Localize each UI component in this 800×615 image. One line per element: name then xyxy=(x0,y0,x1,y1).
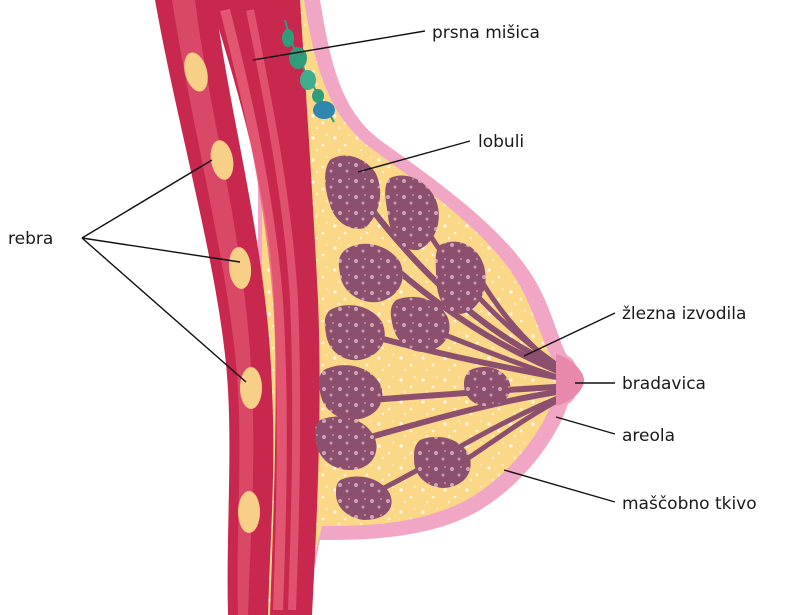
leader-ribs-1 xyxy=(81,159,213,239)
label-areola: areola xyxy=(622,426,675,446)
leader-ribs-2 xyxy=(81,237,241,263)
lobule xyxy=(314,416,377,470)
chest-wall xyxy=(155,0,320,615)
lobule xyxy=(390,296,450,352)
rib xyxy=(238,491,260,533)
label-lobules: lobuli xyxy=(478,132,524,152)
lobule xyxy=(338,243,403,303)
label-nipple: bradavica xyxy=(622,374,706,394)
lymph-nodes xyxy=(282,19,335,123)
label-pectoral-muscle: prsna mišica xyxy=(432,23,540,43)
label-fat-tissue: maščobno tkivo xyxy=(622,494,757,514)
rib xyxy=(240,367,262,409)
labels: prsna mišica lobuli rebra žlezna izvodil… xyxy=(8,23,757,514)
leader-ducts xyxy=(523,312,616,357)
label-ducts: žlezna izvodila xyxy=(622,304,746,324)
leader-fat-tissue xyxy=(503,469,616,503)
leader-lines xyxy=(81,30,616,503)
rib xyxy=(184,52,208,92)
rib xyxy=(210,140,234,180)
nipple xyxy=(556,354,584,406)
lobule xyxy=(324,305,385,361)
lobule xyxy=(385,175,439,251)
leader-pectoral-muscle xyxy=(252,30,426,61)
label-ribs: rebra xyxy=(8,229,53,249)
lobules xyxy=(314,155,511,520)
leader-areola xyxy=(555,416,616,435)
lobule xyxy=(336,476,392,520)
rib xyxy=(228,247,252,289)
lobule xyxy=(318,365,383,420)
leader-lobules xyxy=(357,140,471,173)
lobule xyxy=(414,436,471,488)
leader-ribs-3 xyxy=(81,237,247,383)
lobule xyxy=(325,155,381,229)
lobule xyxy=(435,241,486,314)
lobule xyxy=(464,366,511,407)
ribs xyxy=(184,52,262,533)
